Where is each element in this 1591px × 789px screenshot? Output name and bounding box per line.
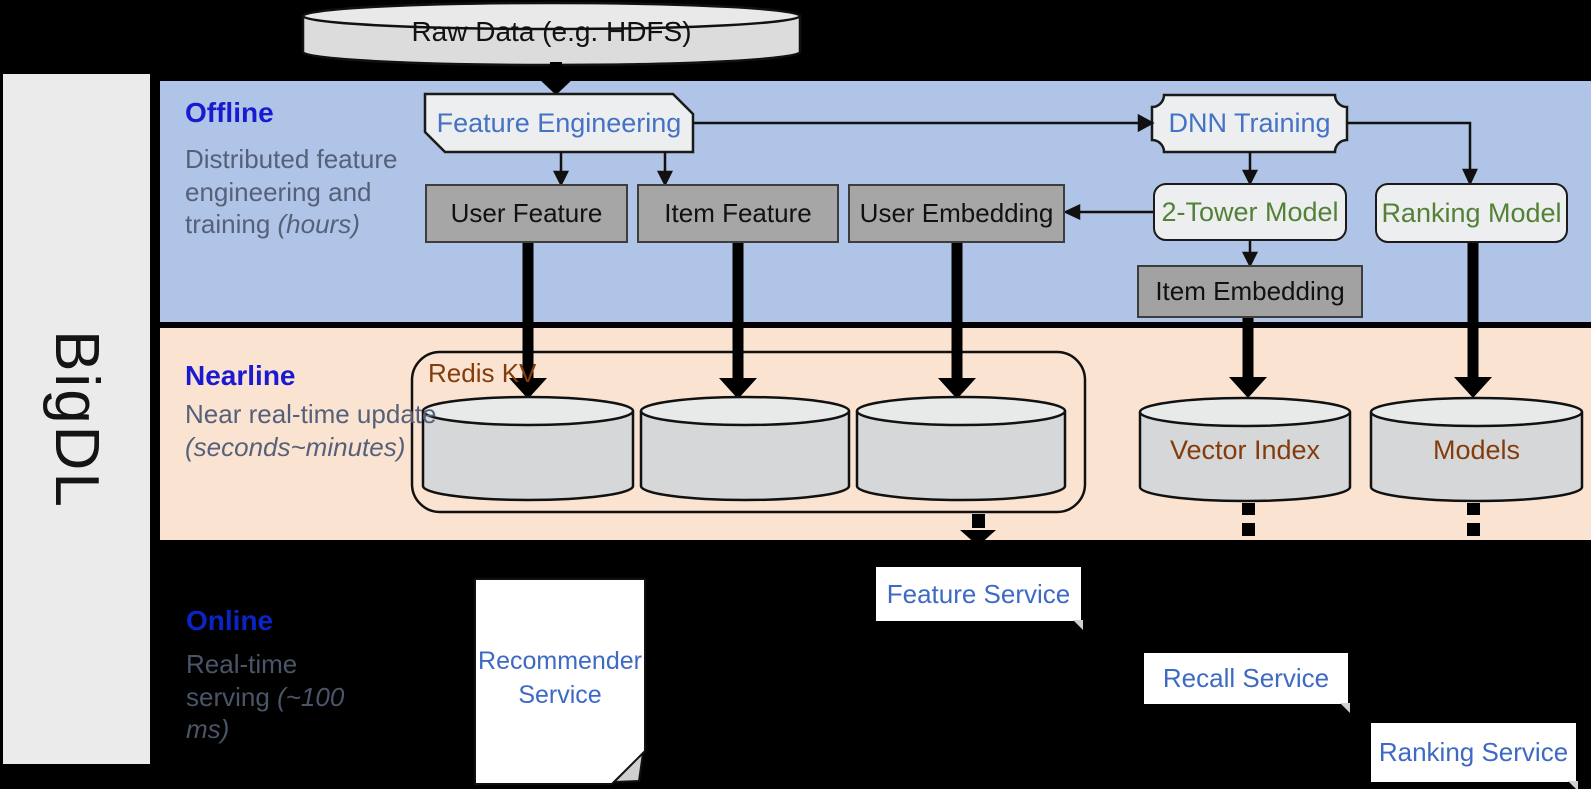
bigdl-logo-text: BigDL <box>42 329 111 509</box>
ranking-service-node: Ranking Service <box>1371 723 1578 789</box>
bigdl-sidebar: BigDL <box>3 74 150 764</box>
redis-kv-label: Redis KV <box>428 358 537 388</box>
ranking-model-node: Ranking Model <box>1375 183 1568 243</box>
offline-section-description: Distributed feature engineering and trai… <box>185 144 398 239</box>
user-embedding-node: User Embedding <box>848 184 1065 243</box>
folded-corner-icon <box>1568 781 1578 789</box>
recall-service-node: Recall Service <box>1144 653 1350 713</box>
models-label: Models <box>1432 434 1521 465</box>
folded-corner-icon <box>1073 620 1083 630</box>
feature-engineering-node: Feature Engineering <box>436 107 682 138</box>
user-feature-node: User Feature <box>425 184 628 243</box>
feature-service-node: Feature Service <box>876 567 1083 630</box>
online-section-label: Online <box>186 605 274 636</box>
two-tower-model-node: 2-Tower Model <box>1153 183 1347 241</box>
online-band <box>160 546 1591 789</box>
dnn-training-node: DNN Training <box>1168 108 1331 138</box>
nearline-section-label: Nearline <box>185 360 296 391</box>
offline-section-label: Offline <box>185 97 274 128</box>
item-feature-node: Item Feature <box>637 184 839 243</box>
recommender-service-label: Recommender Service <box>478 647 642 709</box>
vector-index-label: Vector Index <box>1169 434 1321 465</box>
folded-corner-icon <box>1340 703 1350 713</box>
item-embedding-node: Item Embedding <box>1137 265 1363 318</box>
raw-data-label: Raw Data (e.g. HDFS) <box>411 16 692 47</box>
online-section-description: Real-time serving (~100 ms) <box>186 649 345 744</box>
nearline-section-description: Near real-time update (seconds~minutes) <box>185 399 437 462</box>
